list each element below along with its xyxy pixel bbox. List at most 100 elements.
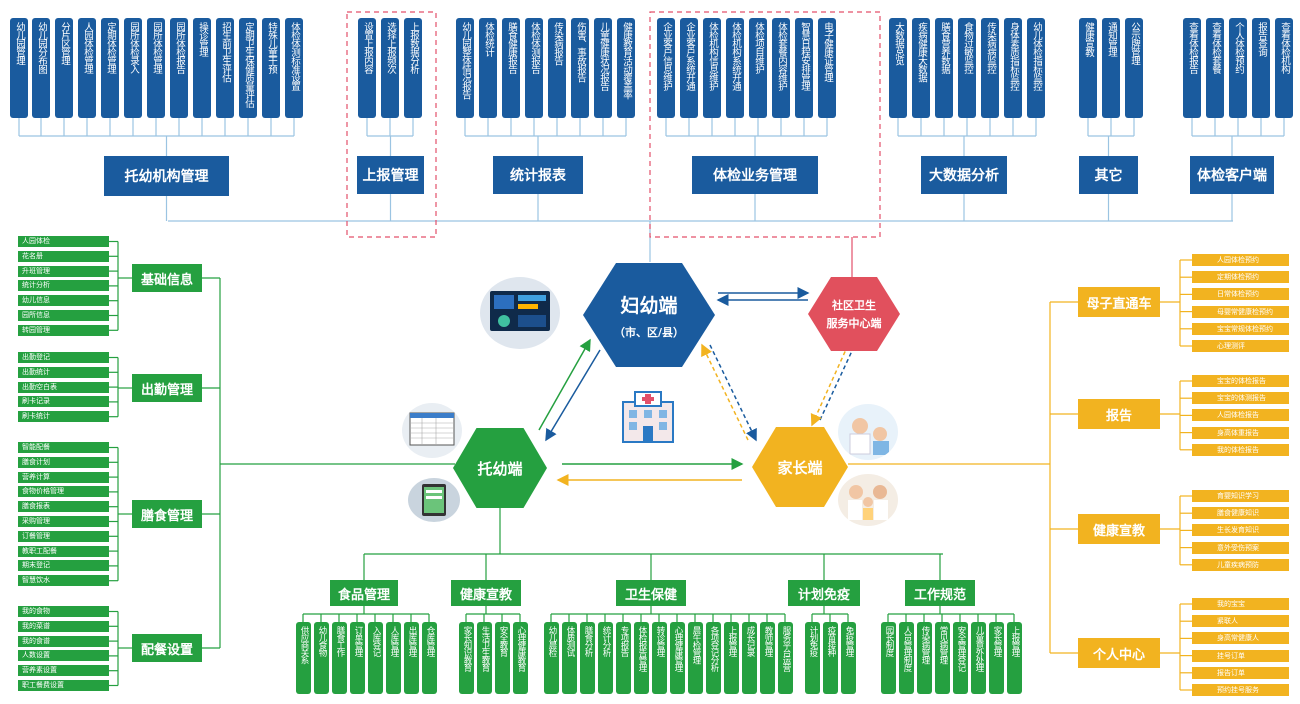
top-item: 幼儿园分布图 [32,18,50,118]
left-subitem: 人园体检 [18,236,109,247]
bottom-item: 计划免疫 [805,622,820,694]
right-subitem: 人园体检预约 [1192,254,1289,266]
right-subitem: 预约挂号服务 [1192,684,1289,696]
bottom-item: 传染病管理 [917,622,932,694]
bottom-item: 供应商关系 [296,622,311,694]
left-subitem: 升班管理 [18,265,109,277]
spreadsheet-screen-photo [402,403,462,458]
top-item: 健康宣教 [1079,18,1097,118]
left-subitem: 采购管理 [18,516,109,527]
left-subitem: 幼儿信息 [18,295,109,307]
top-item: 大数据总览 [889,18,907,118]
left-subitem: 智慧饮水 [18,575,109,587]
top-hub: 上报管理 [357,156,424,194]
left-subitem: 食物价格管理 [18,486,109,498]
top-item: 查看体检套餐 [1206,18,1224,118]
bottom-group-box: 计划免疫 [788,580,860,606]
bottom-item: 膳食分析 [580,622,595,694]
left-subitem: 教职工配餐 [18,545,109,557]
top-item: 膳食健康报告 [502,18,520,118]
top-item: 传染病报告 [548,18,566,118]
top-item: 公示牌管理 [1125,18,1143,118]
bottom-item: 常见病管理 [935,622,950,694]
left-subitem: 刷卡统计 [18,411,109,423]
top-hub: 体检业务管理 [692,156,818,194]
top-hub: 体检客户端 [1190,156,1274,194]
left-subitem: 膳食报表 [18,501,109,513]
right-subitem: 母婴常健康检预约 [1192,305,1289,318]
dashboard-screen-photo [480,277,560,349]
left-group-box: 配餐设置 [132,634,202,662]
bottom-item: 入库登记 [368,622,383,694]
right-group-box: 母子直通车 [1078,287,1160,317]
top-hub: 托幼机构管理 [104,156,229,196]
bottom-item: 心理健康教育 [513,622,528,694]
bottom-item: 幼儿食物 [314,622,329,694]
shequ-line1: 社区卫生 [832,299,876,312]
bottom-group-box: 工作规范 [905,580,975,606]
top-item: 疾病健康大数据 [912,18,930,118]
right-subitem: 我的体检报告 [1192,443,1289,456]
bottom-item: 疫苗接种 [823,622,838,694]
top-item: 体检套餐内容维护 [772,18,790,118]
checkup-dashed-frame [649,11,881,238]
left-subitem: 刷卡记录 [18,396,109,408]
top-item: 体检体测标准设置 [285,18,303,118]
top-item: 上报数据分析 [404,18,422,118]
bottom-group-box: 健康宣教 [451,580,521,606]
top-item: 查看体检机构 [1275,18,1293,118]
top-item: 分片区管理 [55,18,73,118]
top-item: 企业客户信息维护 [657,18,675,118]
top-item: 电子健康证管理 [818,18,836,118]
right-subitem: 人园体检报告 [1192,409,1289,422]
left-subitem: 我的食物 [18,606,109,617]
right-subitem: 挂号订单 [1192,649,1289,662]
left-subitem: 花名册 [18,250,109,262]
top-item: 人园体检管理 [78,18,96,118]
parents-child-photo [838,474,898,526]
top-item: 园所体检报告 [170,18,188,118]
bottom-item: 体质测试 [562,622,577,694]
left-subitem: 出勤登记 [18,352,109,363]
left-subitem: 统计分析 [18,280,109,292]
bottom-item: 转诊管理 [652,622,667,694]
top-item: 查看体检报告 [1183,18,1201,118]
right-subitem: 意外受伤预案 [1192,541,1289,554]
hex-jiazhang: 家长端 [752,427,848,507]
right-subitem: 定期体检预约 [1192,271,1289,284]
top-item: 通知管理 [1102,18,1120,118]
right-group-box: 健康宣教 [1078,514,1160,544]
bottom-item: 儿童意外处理 [971,622,986,694]
left-subitem: 我的食谱 [18,635,109,647]
bottom-item: 体检报告管理 [634,622,649,694]
reporting-dashed-frame [346,11,437,238]
top-item: 幼儿园管理 [10,18,28,118]
top-item: 体检机构信息维护 [703,18,721,118]
top-item: 儿童健康状况报告 [594,18,612,118]
bottom-item: 仓库管理 [422,622,437,694]
left-subitem: 园所信息 [18,310,109,321]
bottom-item: 人员管理制度 [899,622,914,694]
right-subitem: 紧联人 [1192,615,1289,628]
right-subitem: 身高常健康人 [1192,632,1289,645]
right-subitem: 膳食健康知识 [1192,507,1289,520]
tablet-app-photo [408,478,460,522]
top-item: 传染病病监控 [981,18,999,118]
top-item: 幼儿体检指标监控 [1027,18,1045,118]
bottom-group-box: 卫生保健 [616,580,686,606]
top-item: 个人体检预约 [1229,18,1247,118]
bottom-item: 出库管理 [404,622,419,694]
left-subitem: 期末登记 [18,560,109,572]
top-item: 选择上报频次 [381,18,399,118]
left-subitem: 出勤空白表 [18,381,109,393]
top-item: 招生前卫生评估 [216,18,234,118]
top-item: 伤害、事故报告 [571,18,589,118]
bottom-item: 订单管理 [350,622,365,694]
hospital-icon [622,391,674,443]
top-item: 体检统计 [479,18,497,118]
left-subitem: 订餐管理 [18,530,109,542]
bottom-item: 幼儿晨检 [544,622,559,694]
shequ-line2: 服务中心端 [826,317,882,330]
right-subitem: 儿童疾病预防 [1192,558,1289,571]
